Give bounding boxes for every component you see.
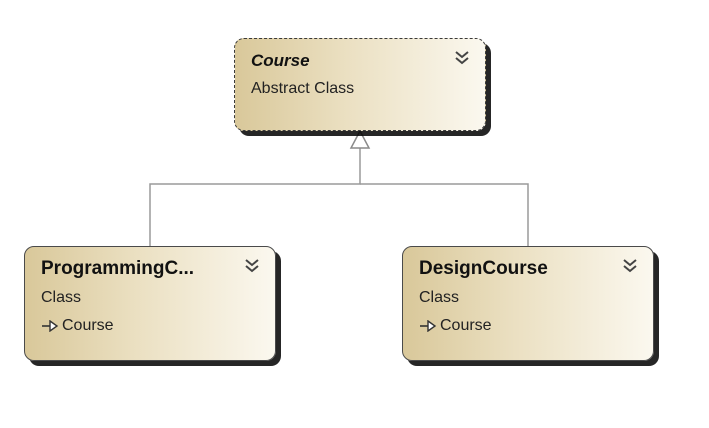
class-shape-course[interactable]: Course Abstract Class bbox=[234, 38, 486, 131]
double-chevron-down-icon[interactable] bbox=[243, 256, 261, 274]
base-type-row: Course bbox=[419, 317, 492, 335]
base-type-name: Course bbox=[62, 317, 114, 334]
connector-design-to-course bbox=[360, 183, 529, 246]
inherits-arrow-icon bbox=[42, 320, 59, 332]
connector-programming-to-course bbox=[149, 148, 361, 246]
class-shape-programming-course[interactable]: ProgrammingC... Class Course bbox=[24, 246, 276, 361]
base-type-name: Course bbox=[440, 317, 492, 334]
inherits-arrow-icon bbox=[420, 320, 437, 332]
class-kind: Class bbox=[41, 289, 82, 306]
class-name: DesignCourse bbox=[419, 258, 548, 279]
base-type-row: Course bbox=[41, 317, 114, 335]
generalization-arrowhead bbox=[349, 129, 371, 149]
double-chevron-down-icon[interactable] bbox=[453, 48, 471, 66]
class-shape-design-course[interactable]: DesignCourse Class Course bbox=[402, 246, 654, 361]
class-name: ProgrammingC... bbox=[41, 258, 195, 279]
double-chevron-down-icon[interactable] bbox=[621, 256, 639, 274]
class-name: Course bbox=[251, 51, 310, 70]
class-kind: Class bbox=[419, 289, 460, 306]
class-kind: Abstract Class bbox=[251, 80, 355, 97]
